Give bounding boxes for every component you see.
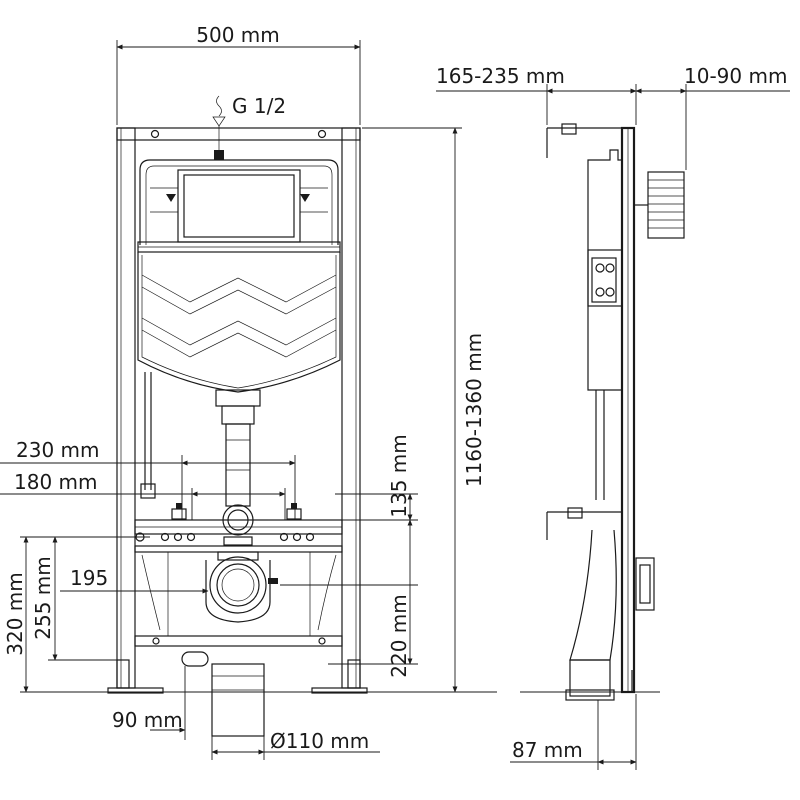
- label-height-135: 135 mm: [387, 434, 411, 518]
- side-view: [520, 123, 685, 701]
- label-width-total: 500 mm: [196, 23, 280, 47]
- label-water-inlet: G 1/2: [232, 94, 286, 118]
- top-crossbar: [116, 127, 361, 141]
- front-view: [107, 95, 368, 737]
- side-dimensions: [436, 84, 790, 770]
- flush-pipe: [215, 389, 261, 507]
- flush-outlet: [208, 504, 268, 546]
- cistern-tank: [137, 252, 341, 393]
- supply-pipe: [140, 372, 156, 499]
- label-span-230: 230 mm: [16, 438, 100, 462]
- label-height-320: 320 mm: [3, 572, 27, 656]
- label-depth-range: 165-235 mm: [436, 64, 565, 88]
- label-span-180: 180 mm: [14, 470, 98, 494]
- label-height-total: 1160-1360 mm: [462, 333, 486, 487]
- cistern-housing: [137, 150, 341, 253]
- drain-bend: [205, 551, 278, 623]
- label-dim-195: 195: [70, 566, 108, 590]
- label-offset-90: 90 mm: [112, 708, 183, 732]
- drain-pipe: [211, 663, 265, 737]
- water-inlet-symbol: [212, 95, 226, 150]
- label-depth-87: 87 mm: [512, 738, 583, 762]
- front-dimensions: [0, 40, 497, 760]
- mounting-bar: [134, 503, 343, 553]
- label-height-220: 220 mm: [387, 594, 411, 678]
- label-diameter-110: Ø110 mm: [270, 729, 369, 753]
- label-height-255: 255 mm: [31, 556, 55, 640]
- connector-ribs: [648, 179, 684, 229]
- frame-feet: [107, 659, 368, 694]
- label-wall-range: 10-90 mm: [684, 64, 787, 88]
